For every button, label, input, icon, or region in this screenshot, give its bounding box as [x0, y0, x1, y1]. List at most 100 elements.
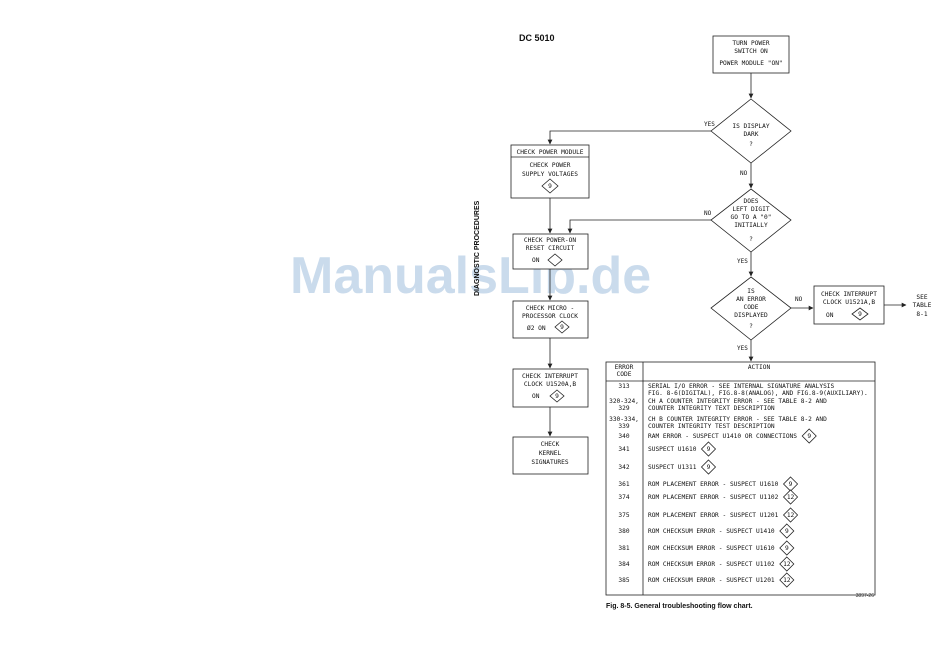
decision2-line-2: LEFT DIGIT	[732, 206, 770, 213]
micro-line-1: CHECK MICRO -	[526, 305, 574, 312]
check-kernel-signatures-box	[512, 436, 589, 475]
table-cell-code: 313	[618, 383, 629, 390]
kernel-line-2: KERNEL	[539, 450, 562, 457]
decision2-line-1: DOES	[744, 198, 759, 205]
table-cell-code: 361	[618, 481, 629, 488]
table-diamond-label: 12	[783, 561, 791, 568]
u1521-line-1: CHECK INTERRUPT	[821, 291, 877, 298]
table-cell-action: SUSPECT U1311	[648, 464, 697, 471]
power-module-title: CHECK POWER MODULE	[516, 149, 583, 156]
table-cell-action: RAM ERROR - SUSPECT U1410 OR CONNECTIONS	[648, 433, 797, 440]
watermark: ManualsLib.de	[290, 247, 651, 305]
power-supply-line-1: CHECK POWER	[530, 162, 571, 169]
table-cell-code: 381	[618, 545, 629, 552]
check-interrupt-u1521-box	[813, 285, 885, 325]
table-body: 313 SERIAL I/O ERROR - SEE INTERNAL SIGNA…	[609, 383, 868, 588]
table-cell-code: 341	[618, 446, 629, 453]
label-no-1: NO	[740, 170, 748, 177]
table-cell-action: FIG. 8-6(DIGITAL), FIG.8-8(ANALOG), AND …	[648, 390, 868, 397]
table-diamond-icon	[782, 489, 799, 505]
check-power-on-reset-box	[512, 233, 589, 270]
table-cell-action: ROM PLACEMENT ERROR - SUSPECT U1102	[648, 494, 779, 501]
table-cell-code: 374	[618, 494, 629, 501]
table-cell-code: 330-334,	[609, 416, 639, 423]
table-diamond-label: 9	[785, 545, 789, 552]
figure-caption: Fig. 8-5. General troubleshooting flow c…	[606, 603, 753, 610]
table-header-action: ACTION	[748, 364, 771, 371]
table-diamond-icon	[779, 572, 795, 588]
label-yes-2: YES	[737, 258, 748, 265]
u1520-line-1: CHECK INTERRUPT	[522, 373, 578, 380]
table-header-code-2: CODE	[617, 371, 632, 378]
u1521-diamond-label: 9	[858, 311, 862, 318]
check-interrupt-u1520-box	[512, 368, 589, 408]
table-cell-action: COUNTER INTEGRITY TEXT DESCRIPTION	[648, 405, 775, 412]
table-cell-action: ROM CHECKSUM ERROR - SUSPECT U1102	[648, 561, 775, 568]
micro-line-2: PROCESSOR CLOCK	[522, 313, 578, 320]
decision3-line-2: AN ERROR	[736, 296, 766, 303]
table-diamond-icon	[779, 540, 795, 556]
see-table-line-1: SEE	[916, 294, 927, 301]
start-line-2: SWITCH ON	[734, 48, 768, 55]
table-diamond-label: 9	[785, 528, 789, 535]
power-supply-line-2: SUPPLY VOLTAGES	[522, 171, 578, 178]
error-code-table	[605, 361, 876, 596]
decision3-line-3: CODE	[744, 304, 759, 311]
table-cell-action: SERIAL I/O ERROR - SEE INTERNAL SIGNATUR…	[648, 383, 835, 390]
kernel-line-3: SIGNATURES	[531, 459, 569, 466]
u1520-pin: ON	[532, 393, 540, 400]
table-diamond-icon	[782, 507, 799, 523]
u1521-line-2: CLOCK U1521A,B	[823, 299, 875, 306]
kernel-line-1: CHECK	[541, 441, 560, 448]
table-cell-code: 339	[618, 423, 629, 430]
table-cell-action: ROM CHECKSUM ERROR - SUSPECT U1201	[648, 577, 775, 584]
table-cell-action: CH B COUNTER INTEGRITY ERROR - SEE TABLE…	[648, 416, 827, 423]
diamond-icon	[547, 253, 563, 267]
table-diamond-label: 9	[807, 433, 811, 440]
table-cell-code: 320-324,	[609, 398, 639, 405]
table-cell-code: 385	[618, 577, 629, 584]
decision1-line-2: DARK	[744, 131, 759, 138]
reference-number: 3897-26	[856, 593, 875, 599]
label-yes-3: YES	[737, 345, 748, 352]
decision2-line-3: GO TO A "0"	[731, 214, 772, 221]
table-cell-action: ROM CHECKSUM ERROR - SUSPECT U1410	[648, 528, 775, 535]
table-cell-code: 340	[618, 433, 629, 440]
table-cell-code: 380	[618, 528, 629, 535]
table-cell-code: 329	[618, 405, 629, 412]
table-diamond-icon	[700, 459, 717, 475]
decision1-line-3: ?	[749, 141, 753, 148]
table-cell-action: CH A COUNTER INTEGRITY ERROR - SEE TABLE…	[648, 398, 827, 405]
reset-line-2: RESET CIRCUIT	[526, 245, 575, 252]
decision2-line-4: INITIALLY	[734, 222, 768, 229]
u1521-pin: ON	[826, 312, 834, 319]
decision1-line-1: IS DISPLAY	[732, 123, 770, 130]
table-cell-action: SUSPECT U1610	[648, 446, 697, 453]
table-diamond-label: 12	[783, 577, 791, 584]
u1520-diamond-label: 9	[555, 393, 559, 400]
table-cell-code: 342	[618, 464, 629, 471]
table-diamond-icon	[700, 441, 717, 457]
table-diamond-label: 9	[707, 464, 711, 471]
reset-line-1: CHECK POWER-ON	[524, 237, 576, 244]
page-header: DC 5010	[519, 33, 555, 43]
see-table-line-3: 8-1	[916, 311, 927, 318]
table-diamond-label: 9	[707, 446, 711, 453]
table-cell-action: COUNTER INTEGRITY TEST DESCRIPTION	[648, 423, 775, 430]
diamond-9-icon	[851, 307, 869, 321]
power-supply-diamond-label: 9	[548, 183, 552, 190]
reset-pin: ON	[532, 257, 540, 264]
micro-pin: Ø2 ON	[527, 324, 546, 332]
label-no-3: NO	[795, 296, 803, 303]
table-diamond-label: 12	[787, 494, 795, 501]
table-header-code-1: ERROR	[615, 364, 634, 371]
side-label: DIAGNOSTIC PROCEDURES	[474, 200, 481, 296]
table-diamond-label: 9	[789, 481, 793, 488]
decision3-line-1: IS	[747, 288, 755, 295]
label-yes-1: YES	[704, 121, 715, 128]
decision3-line-4: DISPLAYED	[734, 312, 768, 319]
start-box	[712, 35, 790, 74]
table-cell-action: ROM PLACEMENT ERROR - SUSPECT U1610	[648, 481, 779, 488]
check-microprocessor-clock-box	[512, 300, 589, 339]
